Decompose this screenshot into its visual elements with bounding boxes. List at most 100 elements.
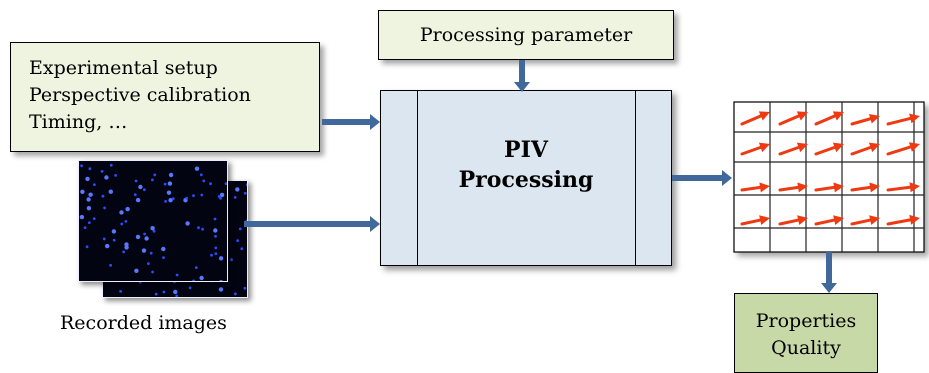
- particle-dot: [194, 166, 200, 171]
- velocity-vector: [740, 215, 770, 226]
- particle-dot: [151, 178, 154, 182]
- particle-dot: [119, 290, 122, 293]
- particle-dot: [235, 187, 240, 192]
- particle-dot: [199, 275, 204, 281]
- grid-lines: [734, 102, 924, 252]
- particle-dot: [143, 232, 146, 236]
- arrow-setup-to-processing: [322, 114, 380, 130]
- velocity-vectors: [740, 111, 920, 226]
- particle-dot: [192, 194, 195, 198]
- particle-dot: [214, 234, 217, 238]
- particle-dot: [175, 273, 179, 277]
- particle-dot: [114, 174, 117, 177]
- particle-dot: [233, 292, 237, 296]
- particle-dot: [122, 250, 125, 254]
- velocity-vector: [778, 182, 808, 193]
- particle-dot: [143, 188, 146, 192]
- particle-dot: [213, 228, 218, 233]
- particle-dot: [185, 221, 190, 226]
- particle-dot: [230, 258, 233, 262]
- particle-dot: [103, 206, 106, 210]
- particle-dot: [243, 191, 247, 195]
- velocity-vector: [814, 215, 844, 226]
- process-right-bar: [635, 91, 636, 265]
- piv-processing-title: PIV Processing: [381, 135, 671, 195]
- processing-parameter-label: Processing parameter: [419, 24, 633, 46]
- particle-dot: [133, 193, 137, 197]
- particle-dot: [147, 262, 150, 265]
- quality-label: Quality: [771, 337, 841, 359]
- particle-dot: [101, 194, 105, 198]
- particle-dot: [153, 173, 157, 177]
- setup-line-experimental: Experimental setup: [29, 57, 218, 79]
- velocity-vector: [740, 111, 770, 126]
- particle-dot: [201, 227, 204, 231]
- particle-dot: [166, 190, 172, 195]
- particle-dot: [209, 182, 213, 186]
- particle-dot: [108, 189, 113, 194]
- particle-dot: [240, 247, 244, 251]
- particle-dot: [124, 245, 129, 250]
- particle-dot: [120, 222, 124, 226]
- particle-dot: [100, 170, 104, 173]
- velocity-vector: [740, 142, 770, 156]
- particle-dot: [151, 270, 154, 274]
- particle-dot: [188, 286, 192, 290]
- particle-dot: [80, 164, 83, 168]
- particle-dot: [224, 182, 227, 185]
- particle-dot: [152, 229, 156, 233]
- velocity-vector: [850, 215, 880, 226]
- particle-dot: [135, 197, 141, 203]
- properties-quality-box: Properties Quality: [734, 293, 878, 373]
- particle-dot: [162, 290, 166, 294]
- particle-dot: [219, 280, 223, 281]
- properties-label: Properties: [755, 310, 857, 332]
- particle-dot: [104, 175, 109, 180]
- particle-dot: [202, 179, 206, 183]
- particle-dot: [109, 163, 113, 167]
- particle-dot: [173, 289, 178, 295]
- particle-dot: [192, 279, 195, 281]
- recorded-images-label: Recorded images: [60, 312, 227, 334]
- particle-dot: [80, 189, 85, 194]
- particle-dot: [217, 195, 221, 198]
- particle-dot: [125, 206, 130, 212]
- particle-dot: [213, 217, 217, 221]
- particle-dot: [141, 248, 147, 253]
- particle-dot: [219, 192, 225, 198]
- particle-dot: [243, 286, 247, 290]
- particle-dot: [161, 246, 166, 252]
- particle-dot: [85, 176, 90, 182]
- arrow-vectors-to-properties: [821, 252, 837, 293]
- particle-dot: [92, 217, 96, 220]
- particle-dot: [194, 266, 198, 269]
- particle-dot: [93, 183, 96, 186]
- particle-dot: [168, 198, 173, 203]
- particle-dot: [245, 219, 247, 223]
- particle-dot: [102, 237, 106, 241]
- particle-dot: [236, 239, 240, 242]
- particle-dot: [175, 294, 179, 297]
- particle-dot: [150, 226, 155, 231]
- particle-dot: [88, 192, 93, 197]
- processing-parameter-box: Processing parameter: [378, 10, 674, 60]
- setup-box: Experimental setup Perspective calibrati…: [10, 42, 320, 152]
- velocity-vector: [778, 111, 808, 126]
- setup-line-timing: Timing, …: [29, 111, 128, 133]
- arrow-images-to-processing: [244, 216, 380, 232]
- particle-dot: [86, 206, 92, 211]
- particle-dot: [111, 229, 117, 234]
- velocity-vector: [778, 142, 808, 156]
- velocity-vector: [886, 142, 920, 156]
- particle-dot: [134, 179, 138, 183]
- particle-dot: [210, 253, 213, 257]
- particle-dot: [171, 197, 175, 201]
- particle-dot: [109, 263, 112, 267]
- velocity-vector: [886, 214, 920, 226]
- particle-dot: [144, 236, 149, 241]
- process-left-bar: [417, 91, 418, 265]
- particle-dot: [163, 182, 167, 186]
- particle-dot: [83, 226, 87, 229]
- velocity-vector: [850, 182, 880, 193]
- particle-dot: [162, 256, 165, 259]
